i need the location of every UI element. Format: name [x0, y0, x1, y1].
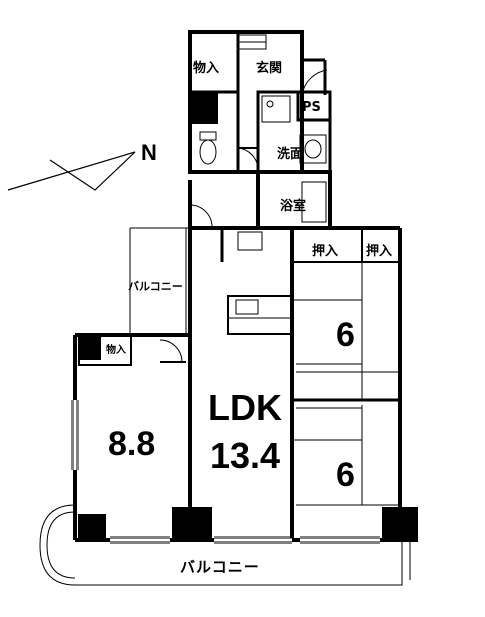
- pillar-top-left: [190, 92, 218, 124]
- washer-pan: [261, 95, 291, 123]
- pillar-bottom-center: [172, 507, 212, 542]
- windows: [71, 400, 380, 544]
- washroom-label: 洗面: [277, 146, 303, 162]
- bathtub: [301, 181, 327, 223]
- compass: [7, 151, 136, 191]
- kitchen: [189, 204, 293, 335]
- ldk-name: LDK: [208, 387, 282, 428]
- storage-entry-label: 物入: [193, 60, 219, 76]
- kitchen-counter: [227, 295, 293, 335]
- pillar-bottom-right: [382, 507, 418, 542]
- fridge-space: [237, 231, 263, 251]
- japanese-rooms-detail: [292, 262, 400, 506]
- ps-label: PS: [302, 100, 321, 115]
- side-balcony-label: バルコニー: [128, 280, 183, 293]
- western-storage-label: 物入: [106, 343, 126, 356]
- closet-2-label: 押入: [366, 243, 392, 259]
- toilet-fixture: [199, 131, 217, 165]
- ldk-size: 13.4: [210, 435, 280, 476]
- japanese-room-2-size: 6: [336, 456, 355, 494]
- pillar-bottom-left: [78, 514, 106, 542]
- japanese-room-1-size: 6: [336, 316, 355, 354]
- compass-north-label: N: [141, 140, 157, 165]
- main-balcony-label: バルコニー: [180, 558, 260, 576]
- closet-1-label: 押入: [312, 243, 338, 259]
- balcony-outline: [39, 504, 411, 586]
- compass-arrow: [7, 151, 136, 191]
- western-room-size: 8.8: [108, 425, 155, 463]
- western-storage: [78, 334, 186, 366]
- bath-label: 浴室: [280, 198, 306, 214]
- ps-outline: [296, 90, 332, 122]
- washbasin: [299, 134, 327, 164]
- entrance-label: 玄関: [256, 60, 282, 76]
